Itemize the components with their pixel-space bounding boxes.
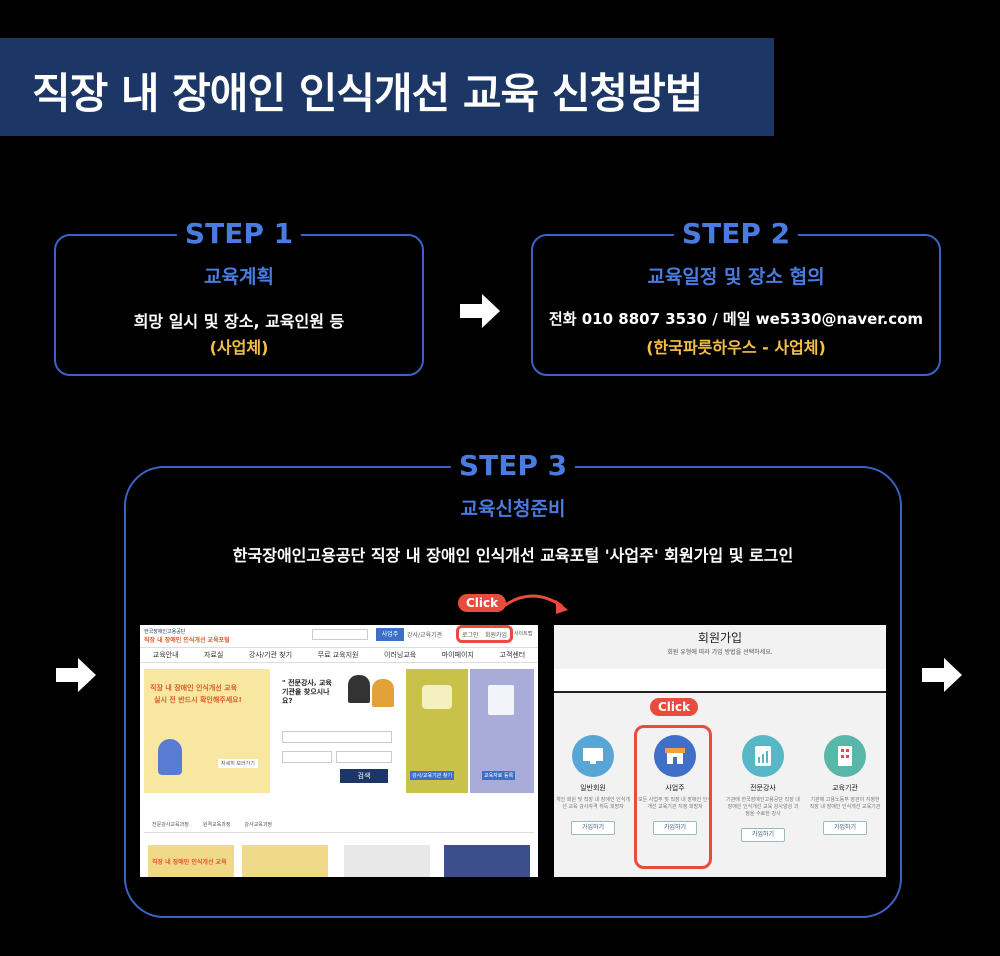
portal-search-panel: " 전문강사, 교육기관을 찾으시나요? 검색 — [274, 669, 402, 793]
portal-nav-item[interactable]: 자료실 — [204, 651, 224, 659]
portal-tabs: 전문강사교육과정 원격교육과정 강사교육과정 — [144, 821, 534, 833]
step-3-box: STEP 3 교육신청준비 한국장애인고용공단 직장 내 장애인 인식개선 교육… — [124, 449, 902, 918]
portal-course-thumb[interactable] — [344, 845, 430, 877]
document-icon — [488, 685, 514, 715]
member-type-employer[interactable]: 사업주 모든 사업주 및 직장 내 장애인 인식개선 교육기관 지정 희망자 가… — [638, 735, 712, 865]
step-2-subtitle: 교육일정 및 장소 협의 — [647, 266, 825, 288]
member-type-name: 사업주 — [665, 784, 685, 792]
portal-screenshot: 한국장애인고용공단 직장 내 장애인 인식개선 교육포털 사업주 강사/교육기관… — [140, 625, 538, 877]
person-illustration-icon — [348, 675, 370, 703]
portal-search-heading: " 전문강사, 교육기관을 찾으시나요? — [282, 679, 332, 706]
member-type-desc: 개인 회원 및 직장 내 장애인 인식개선 교육 강사자격 취득 희망자 — [556, 797, 630, 810]
click-badge: Click — [650, 698, 699, 716]
portal-card-upload[interactable]: 교육자료 등록 — [470, 669, 534, 793]
title-banner: 직장 내 장애인 인식개선 교육 신청방법 — [0, 38, 774, 136]
member-type-name: 일반회원 — [580, 784, 606, 792]
portal-tab-item[interactable]: 원격교육과정 — [202, 822, 231, 828]
portal-logo-line2: 직장 내 장애인 인식개선 교육포털 — [144, 637, 230, 644]
step-2-label: STEP 2 — [673, 217, 799, 250]
portal-nav-item[interactable]: 고객센터 — [499, 651, 526, 659]
arrow-right-icon — [56, 658, 96, 692]
portal-region-select[interactable] — [282, 751, 332, 763]
portal-search-select[interactable] — [282, 731, 392, 743]
portal-hero-title-2: 실시 전 반드시 확인해주세요! — [154, 696, 242, 704]
portal-nav-item[interactable]: 교육안내 — [152, 651, 179, 659]
arrow-right-icon — [922, 658, 962, 692]
portal-hero-title-1: 직장 내 장애인 인식개선 교육 — [150, 684, 238, 692]
step-1-subtitle: 교육계획 — [204, 266, 274, 288]
page-title: 직장 내 장애인 인식개선 교육 신청방법 — [32, 69, 703, 118]
portal-nav-item[interactable]: 이러닝교육 — [384, 651, 417, 659]
step-2-contact: 전화 010 8807 3530 / 메일 we5330@naver.com — [548, 310, 924, 328]
member-type-name: 교육기관 — [832, 784, 858, 792]
portal-course-thumb[interactable] — [242, 845, 328, 877]
signup-employer-button[interactable]: 가입하기 — [653, 821, 697, 835]
portal-tab-employer[interactable]: 사업주 — [376, 628, 404, 641]
portal-hero: 직장 내 장애인 인식개선 교육 실시 전 반드시 확인해주세요! 자세히 보러… — [144, 669, 270, 793]
step-3-label: STEP 3 — [450, 449, 576, 482]
person-illustration-icon — [158, 739, 182, 775]
portal-sitemap-link[interactable]: 사이트맵 — [514, 631, 533, 637]
portal-district-select[interactable] — [336, 751, 392, 763]
member-type-name: 전문강사 — [750, 784, 776, 792]
tablet-chart-icon — [742, 735, 784, 777]
portal-tab-instructor[interactable]: 강사/교육기관 — [407, 632, 443, 639]
step-1-text: 희망 일시 및 장소, 교육인원 등 — [133, 312, 345, 331]
portal-tab-item[interactable]: 전문강사교육과정 — [152, 822, 189, 828]
step-2-box: STEP 2 교육일정 및 장소 협의 전화 010 8807 3530 / 메… — [531, 217, 941, 376]
portal-hero-button[interactable]: 자세히 보러가기 — [218, 759, 258, 768]
step-1-label: STEP 1 — [176, 217, 302, 250]
signup-rule — [554, 691, 886, 693]
click-badge: Click — [458, 594, 507, 612]
signup-subtitle: 회원 유형에 따라 가입 방법을 선택하세요. — [667, 649, 773, 656]
signup-title: 회원가입 — [697, 631, 743, 645]
portal-search-button[interactable]: 검색 — [340, 769, 388, 783]
signup-institution-button[interactable]: 가입하기 — [823, 821, 867, 835]
signup-general-button[interactable]: 가입하기 — [571, 821, 615, 835]
monitor-icon — [572, 735, 614, 777]
arrow-right-icon — [460, 294, 500, 328]
portal-search-input[interactable] — [312, 629, 368, 640]
employer-highlight — [634, 725, 712, 869]
portal-nav-item[interactable]: 강사/기관 찾기 — [248, 651, 293, 659]
member-type-institution[interactable]: 교육기관 기관에 고용노동부 장관이 지정한 직장 내 장애인 인식개선 교육기… — [808, 735, 882, 865]
portal-course-thumb[interactable] — [444, 845, 530, 877]
storefront-icon — [654, 735, 696, 777]
person-illustration-icon — [372, 679, 394, 707]
building-icon — [422, 685, 452, 709]
portal-nav-item[interactable]: 무료 교육지원 — [317, 651, 359, 659]
member-type-general[interactable]: 일반회원 개인 회원 및 직장 내 장애인 인식개선 교육 강사자격 취득 희망… — [556, 735, 630, 865]
login-signup-highlight — [456, 625, 513, 643]
member-type-instructor[interactable]: 전문강사 기관에 한국장애인고용공단 직장 내 장애인 인식개선 교육 강사양성… — [726, 735, 800, 865]
portal-nav-item[interactable]: 마이페이지 — [441, 651, 474, 659]
curved-arrow-icon — [503, 594, 568, 614]
step-2-note: (한국파릇하우스 - 사업체) — [646, 338, 826, 357]
member-type-desc: 기관에 한국장애인고용공단 직장 내 장애인 인식개선 교육 강사양성 과정을 … — [726, 797, 800, 817]
building-icon — [824, 735, 866, 777]
portal-card-upload-label: 교육자료 등록 — [482, 771, 516, 780]
step-1-box: STEP 1 교육계획 희망 일시 및 장소, 교육인원 등 (사업체) — [54, 217, 424, 376]
portal-course-label: 직장 내 장애인 인식개선 교육 — [152, 859, 227, 866]
portal-login-link[interactable]: 로그인 — [462, 632, 479, 639]
step-3-text: 한국장애인고용공단 직장 내 장애인 인식개선 교육포털 '사업주' 회원가입 … — [232, 546, 794, 565]
portal-logo-line1: 한국장애인고용공단 — [144, 629, 186, 635]
portal-nav: 교육안내 자료실 강사/기관 찾기 무료 교육지원 이러닝교육 마이페이지 고객… — [140, 647, 538, 663]
signup-divider — [554, 669, 886, 691]
member-type-desc: 모든 사업주 및 직장 내 장애인 인식개선 교육기관 지정 희망자 — [638, 797, 712, 810]
portal-card-find[interactable]: 강사/교육기관 찾기 — [406, 669, 468, 793]
signup-screenshot: 회원가입 회원 유형에 따라 가입 방법을 선택하세요. 일반회원 개인 회원 … — [554, 625, 886, 877]
step-3-subtitle: 교육신청준비 — [460, 498, 566, 520]
step-1-note: (사업체) — [209, 338, 269, 357]
member-type-desc: 기관에 고용노동부 장관이 지정한 직장 내 장애인 인식개선 교육기관 — [809, 797, 881, 810]
portal-tab-item[interactable]: 강사교육과정 — [244, 822, 273, 828]
signup-instructor-button[interactable]: 가입하기 — [741, 828, 785, 842]
portal-signup-link[interactable]: 회원가입 — [485, 632, 508, 639]
portal-course-thumb[interactable]: 직장 내 장애인 인식개선 교육 — [148, 845, 234, 877]
portal-card-find-label: 강사/교육기관 찾기 — [410, 771, 455, 780]
